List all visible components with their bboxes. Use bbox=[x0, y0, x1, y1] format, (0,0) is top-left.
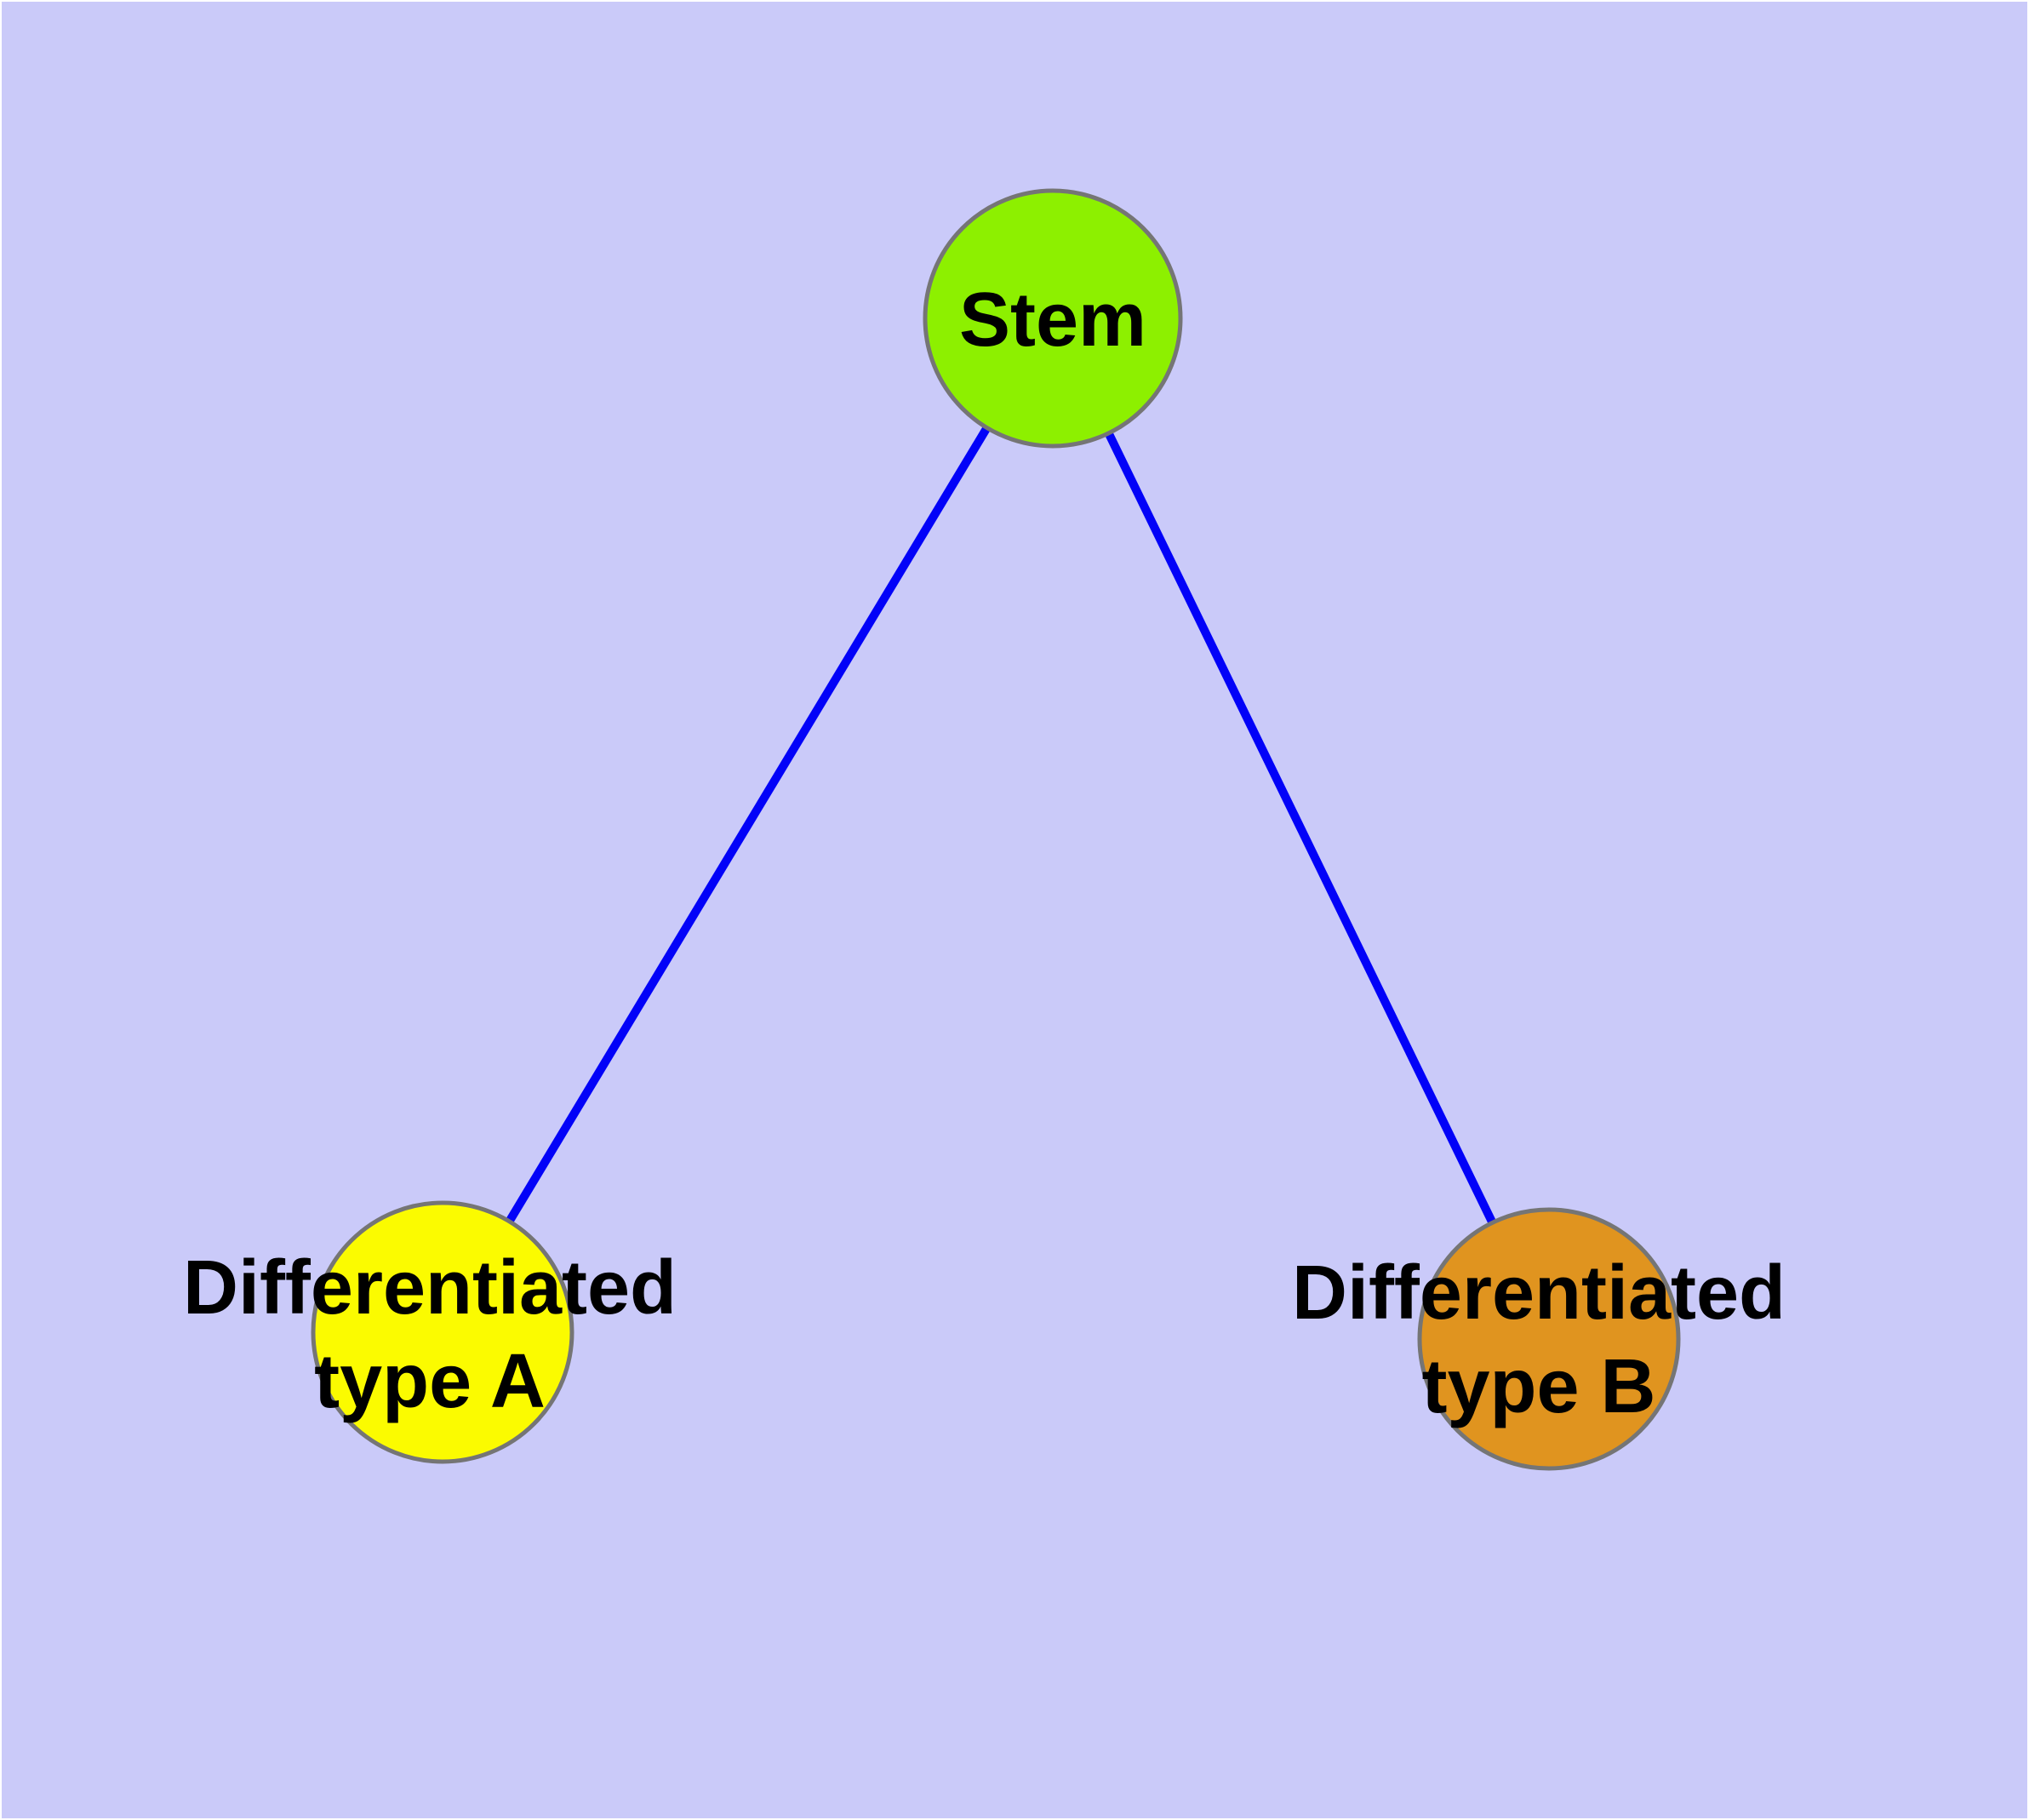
node-type-a-label-line2: type A bbox=[314, 1339, 546, 1424]
node-stem-label: Stem bbox=[959, 278, 1146, 363]
node-stem bbox=[923, 188, 1183, 449]
edge-stem-to-type-b bbox=[1049, 316, 1553, 1342]
node-type-b-label-line1: Differentiated bbox=[1292, 1251, 1786, 1336]
edge-stem-to-type-a bbox=[438, 316, 1057, 1335]
node-differentiated-type-b bbox=[1417, 1207, 1681, 1471]
node-differentiated-type-a bbox=[311, 1200, 574, 1464]
node-type-b-label-line2: type B bbox=[1421, 1344, 1655, 1429]
node-type-a-label-line1: Differentiated bbox=[183, 1245, 677, 1331]
